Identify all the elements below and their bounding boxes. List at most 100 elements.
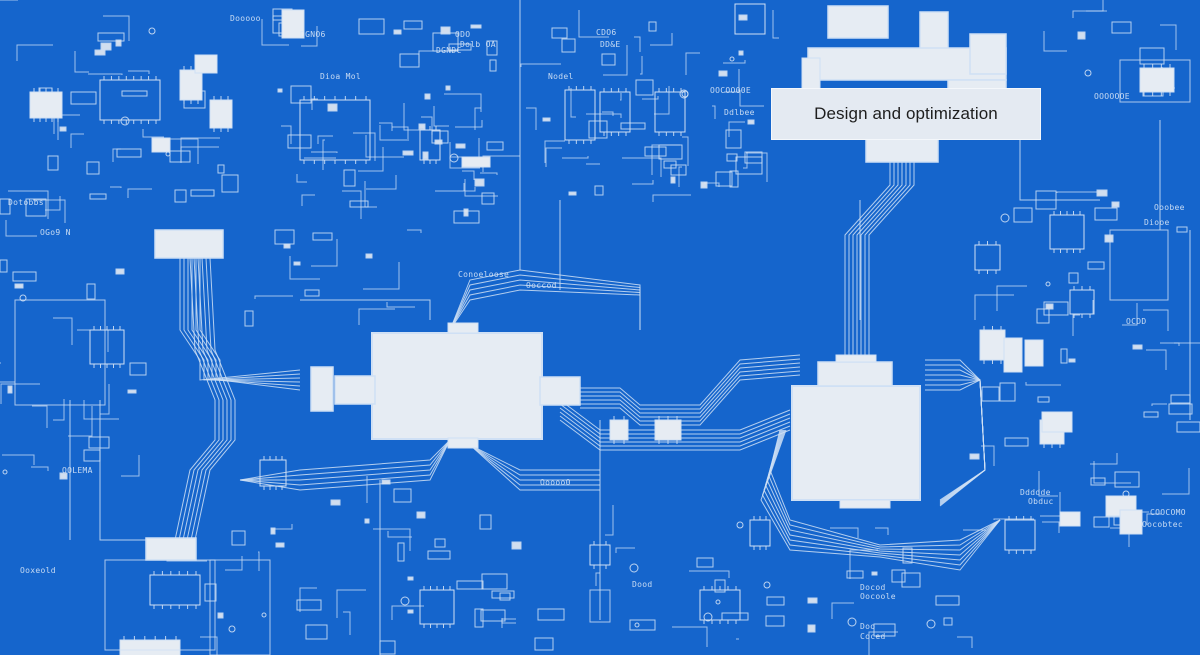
trace <box>366 175 397 190</box>
silkscreen-label: DGNDC <box>436 46 462 55</box>
silkscreen-label: OCDD <box>1126 317 1147 326</box>
bus-trace-bottom <box>469 444 600 481</box>
smd-part <box>100 42 112 51</box>
smd-part <box>700 181 708 189</box>
bus-trace-loop <box>925 379 986 506</box>
cpu-side <box>539 376 581 406</box>
component-outline <box>296 599 322 611</box>
connector-left <box>154 229 224 259</box>
trace <box>1151 403 1167 406</box>
component-outline <box>766 596 785 606</box>
trace <box>1143 309 1169 331</box>
trace <box>746 152 768 182</box>
bus-trace-left <box>191 258 301 383</box>
trace <box>963 529 986 531</box>
trace <box>83 400 119 420</box>
trace <box>1038 471 1058 497</box>
bus-trace-bottom <box>469 444 600 486</box>
component-outline <box>594 185 604 196</box>
trace <box>301 194 315 206</box>
chip-outline <box>734 3 766 35</box>
trace <box>1025 382 1061 386</box>
ic-body <box>259 459 287 487</box>
smd-part <box>327 103 338 112</box>
chip-small <box>1003 337 1023 373</box>
silkscreen-label: Dioa Mol <box>320 72 361 81</box>
cpu-pin <box>447 322 479 334</box>
smd-part <box>474 178 485 187</box>
component-outline <box>534 637 554 651</box>
smd-part <box>1104 234 1114 243</box>
component-outline <box>1043 301 1069 316</box>
trace <box>526 107 537 130</box>
smd-part <box>365 253 373 259</box>
trace <box>1160 24 1177 50</box>
component-outline <box>434 538 446 548</box>
via <box>1084 69 1092 77</box>
trace <box>435 187 476 192</box>
component-outline <box>670 164 687 176</box>
component-outline <box>274 229 295 245</box>
bus-trace-bottom <box>469 444 600 476</box>
smd-part <box>807 597 818 604</box>
trace <box>70 133 84 148</box>
smd-part <box>115 39 122 47</box>
component-outline <box>537 608 565 621</box>
via <box>703 612 713 622</box>
smd-part <box>424 93 431 100</box>
module-outline <box>209 559 271 655</box>
chip-small <box>281 9 305 39</box>
silkscreen-label: DGNO6 <box>300 30 326 39</box>
component-outline <box>448 43 472 51</box>
trace <box>336 589 366 618</box>
component-outline <box>644 146 667 157</box>
component-outline <box>129 362 147 376</box>
component-outline <box>551 27 568 39</box>
smd-part <box>115 268 125 275</box>
component-outline <box>305 624 328 640</box>
component-outline <box>358 18 385 35</box>
component-outline <box>403 20 423 30</box>
silkscreen-label: ODO <box>455 30 471 39</box>
trace <box>595 572 600 586</box>
trace <box>180 146 219 163</box>
smd-part <box>381 479 391 485</box>
ic-body <box>1049 214 1085 250</box>
component-outline <box>499 592 511 601</box>
component-outline <box>663 160 677 169</box>
silkscreen-label: Nodel <box>548 72 574 81</box>
ic-body <box>974 244 1001 271</box>
cpu-pin <box>835 354 877 363</box>
component-outline <box>725 129 742 149</box>
trace <box>407 229 422 233</box>
component-outline <box>304 289 320 297</box>
component-outline <box>479 514 492 530</box>
cpu-side <box>334 375 376 405</box>
trace <box>296 174 307 183</box>
component-outline <box>231 530 246 546</box>
component-outline <box>474 608 484 628</box>
chip-small <box>1024 339 1044 367</box>
trace <box>1086 0 1104 12</box>
connector <box>865 137 939 163</box>
component-outline <box>1004 437 1029 447</box>
smd-part <box>407 609 414 614</box>
bus-trace-down <box>186 257 228 541</box>
trace <box>68 406 93 437</box>
trace <box>739 90 764 107</box>
component-outline <box>1094 207 1118 221</box>
trace <box>1146 513 1161 525</box>
component-outline <box>312 232 333 241</box>
trace <box>974 294 1014 320</box>
trace <box>602 111 614 116</box>
trace <box>586 113 622 118</box>
component-outline <box>1060 348 1068 364</box>
trace <box>100 384 110 415</box>
silkscreen-label: DD&E <box>600 40 621 49</box>
bus-trace-loop <box>925 374 986 504</box>
component-outline <box>489 59 497 72</box>
trace <box>723 60 746 64</box>
via <box>763 581 771 589</box>
component-outline <box>0 259 8 273</box>
